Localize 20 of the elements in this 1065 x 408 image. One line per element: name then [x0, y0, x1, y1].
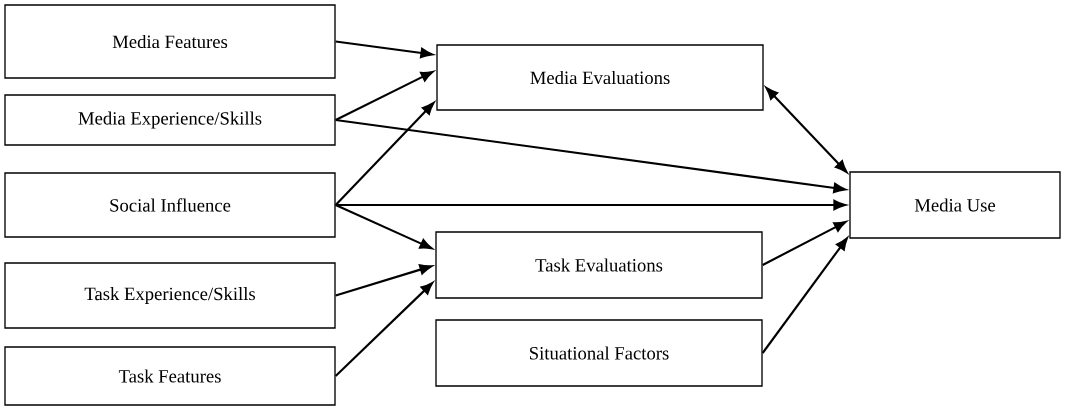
box: Social Influence	[4, 172, 336, 238]
box: Task Experience/Skills	[4, 262, 336, 329]
box: Media Use	[849, 171, 1061, 239]
arrow	[334, 102, 435, 206]
arrow	[762, 220, 847, 266]
arrow	[334, 282, 434, 377]
arrow	[335, 199, 846, 211]
arrow	[335, 70, 434, 121]
box: Media Features	[4, 4, 336, 79]
box: Task Features	[4, 346, 336, 406]
arrow	[335, 204, 433, 250]
arrow	[765, 87, 848, 173]
arrow	[761, 237, 848, 354]
box: Task Evaluations	[435, 231, 763, 299]
box: Situational Factors	[435, 319, 763, 387]
box: Media Evaluations	[436, 44, 764, 111]
box: Media Experience/Skills	[4, 94, 336, 146]
arrow	[335, 264, 433, 297]
arrow	[335, 118, 847, 194]
arrow	[335, 40, 434, 59]
